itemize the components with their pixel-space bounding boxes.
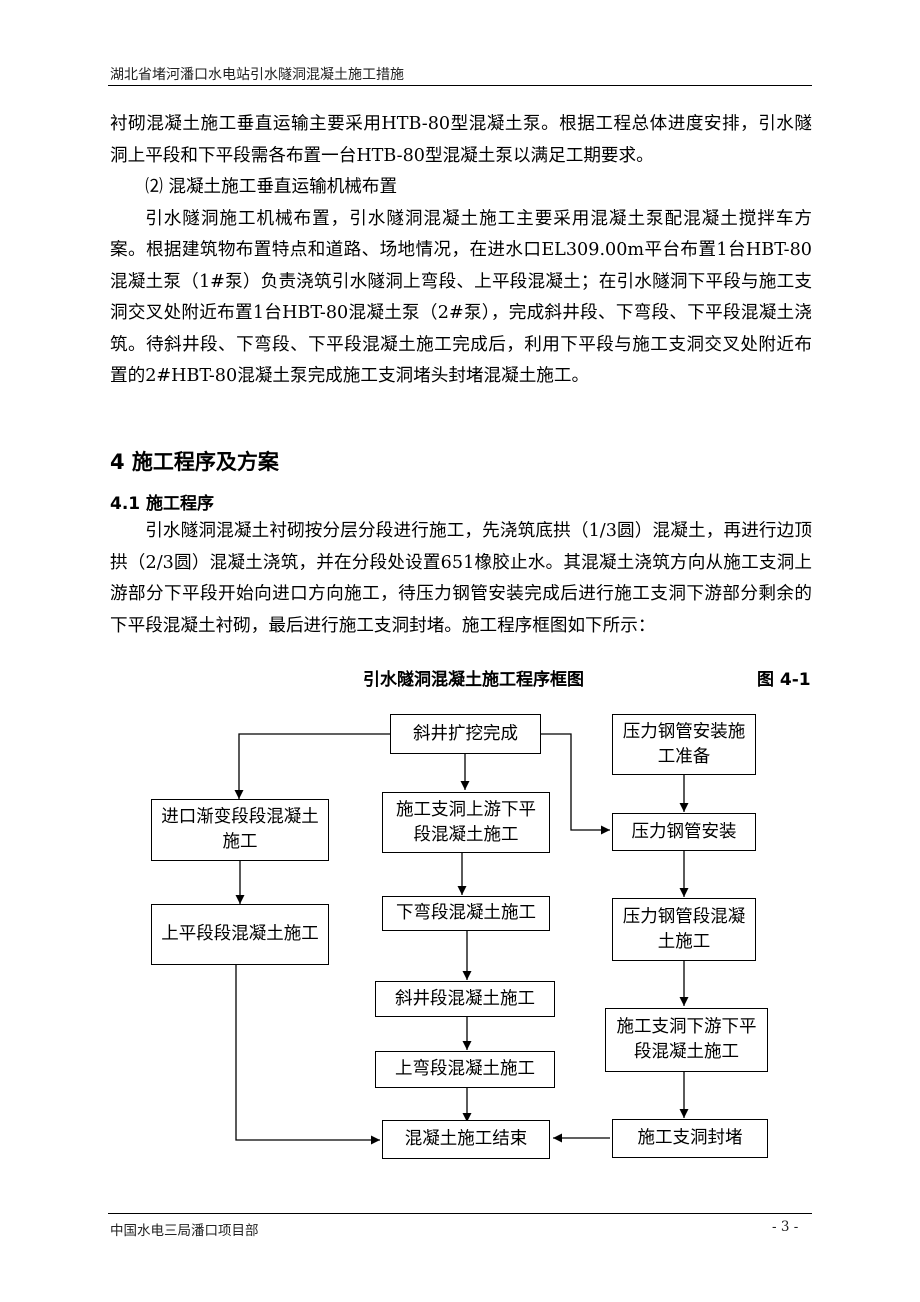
connector-left2-end [235, 965, 380, 1145]
node-shaft-excavation-done: 斜井扩挖完成 [390, 714, 541, 754]
paragraph-pump: 衬砌混凝土施工垂直运输主要采用HTB-80型混凝土泵。根据工程总体进度安排，引水… [110, 114, 812, 166]
node-penstock-prep: 压力钢管安装施工准备 [612, 714, 756, 775]
node-penstock-concrete: 压力钢管段混凝土施工 [612, 898, 756, 961]
connector-start-right [541, 733, 610, 835]
connector-start-left [234, 733, 390, 799]
node-inlet-transition-concrete: 进口渐变段段混凝土施工 [151, 799, 329, 861]
paragraph-machinery: 引水隧洞施工机械布置，引水隧洞混凝土施工主要采用混凝土泵配混凝土搅拌车方案。根据… [110, 208, 812, 387]
footer-rule [108, 1213, 812, 1214]
subsection-heading: 4.1 施工程序 [110, 494, 215, 514]
node-penstock-install: 压力钢管安装 [612, 813, 756, 851]
footer-org: 中国水电三局潘口项目部 [110, 1223, 259, 1239]
node-adit-plugging: 施工支洞封堵 [612, 1119, 768, 1158]
header-rule [108, 85, 812, 86]
figure-title: 引水隧洞混凝土施工程序框图 [363, 670, 584, 690]
section-heading: 4 施工程序及方案 [110, 450, 279, 474]
node-adit-downstream-lower-flat-concrete: 施工支洞下游下平段混凝土施工 [605, 1008, 768, 1072]
node-lower-bend-concrete: 下弯段混凝土施工 [382, 896, 550, 931]
body-text-top: 衬砌混凝土施工垂直运输主要采用HTB-80型混凝土泵。根据工程总体进度安排，引水… [110, 109, 812, 393]
node-adit-upstream-lower-flat-concrete: 施工支洞上游下平段混凝土施工 [382, 792, 550, 853]
page-header: 湖北省堵河潘口水电站引水隧洞混凝土施工措施 [110, 67, 404, 83]
node-inclined-shaft-concrete: 斜井段混凝土施工 [375, 981, 555, 1017]
figure-number: 图 4-1 [757, 670, 811, 690]
list-item-2: ⑵ 混凝土施工垂直运输机械布置 [145, 177, 398, 197]
body-text-procedure: 引水隧洞混凝土衬砌按分层分段进行施工，先浇筑底拱（1/3圆）混凝土，再进行边顶拱… [110, 516, 812, 642]
node-upper-bend-concrete: 上弯段混凝土施工 [375, 1051, 555, 1088]
page-number: - 3 - [772, 1219, 799, 1235]
node-upper-flat-concrete: 上平段段混凝土施工 [151, 904, 329, 965]
paragraph-procedure: 引水隧洞混凝土衬砌按分层分段进行施工，先浇筑底拱（1/3圆）混凝土，再进行边顶拱… [110, 521, 812, 636]
node-concrete-complete: 混凝土施工结束 [382, 1120, 550, 1159]
